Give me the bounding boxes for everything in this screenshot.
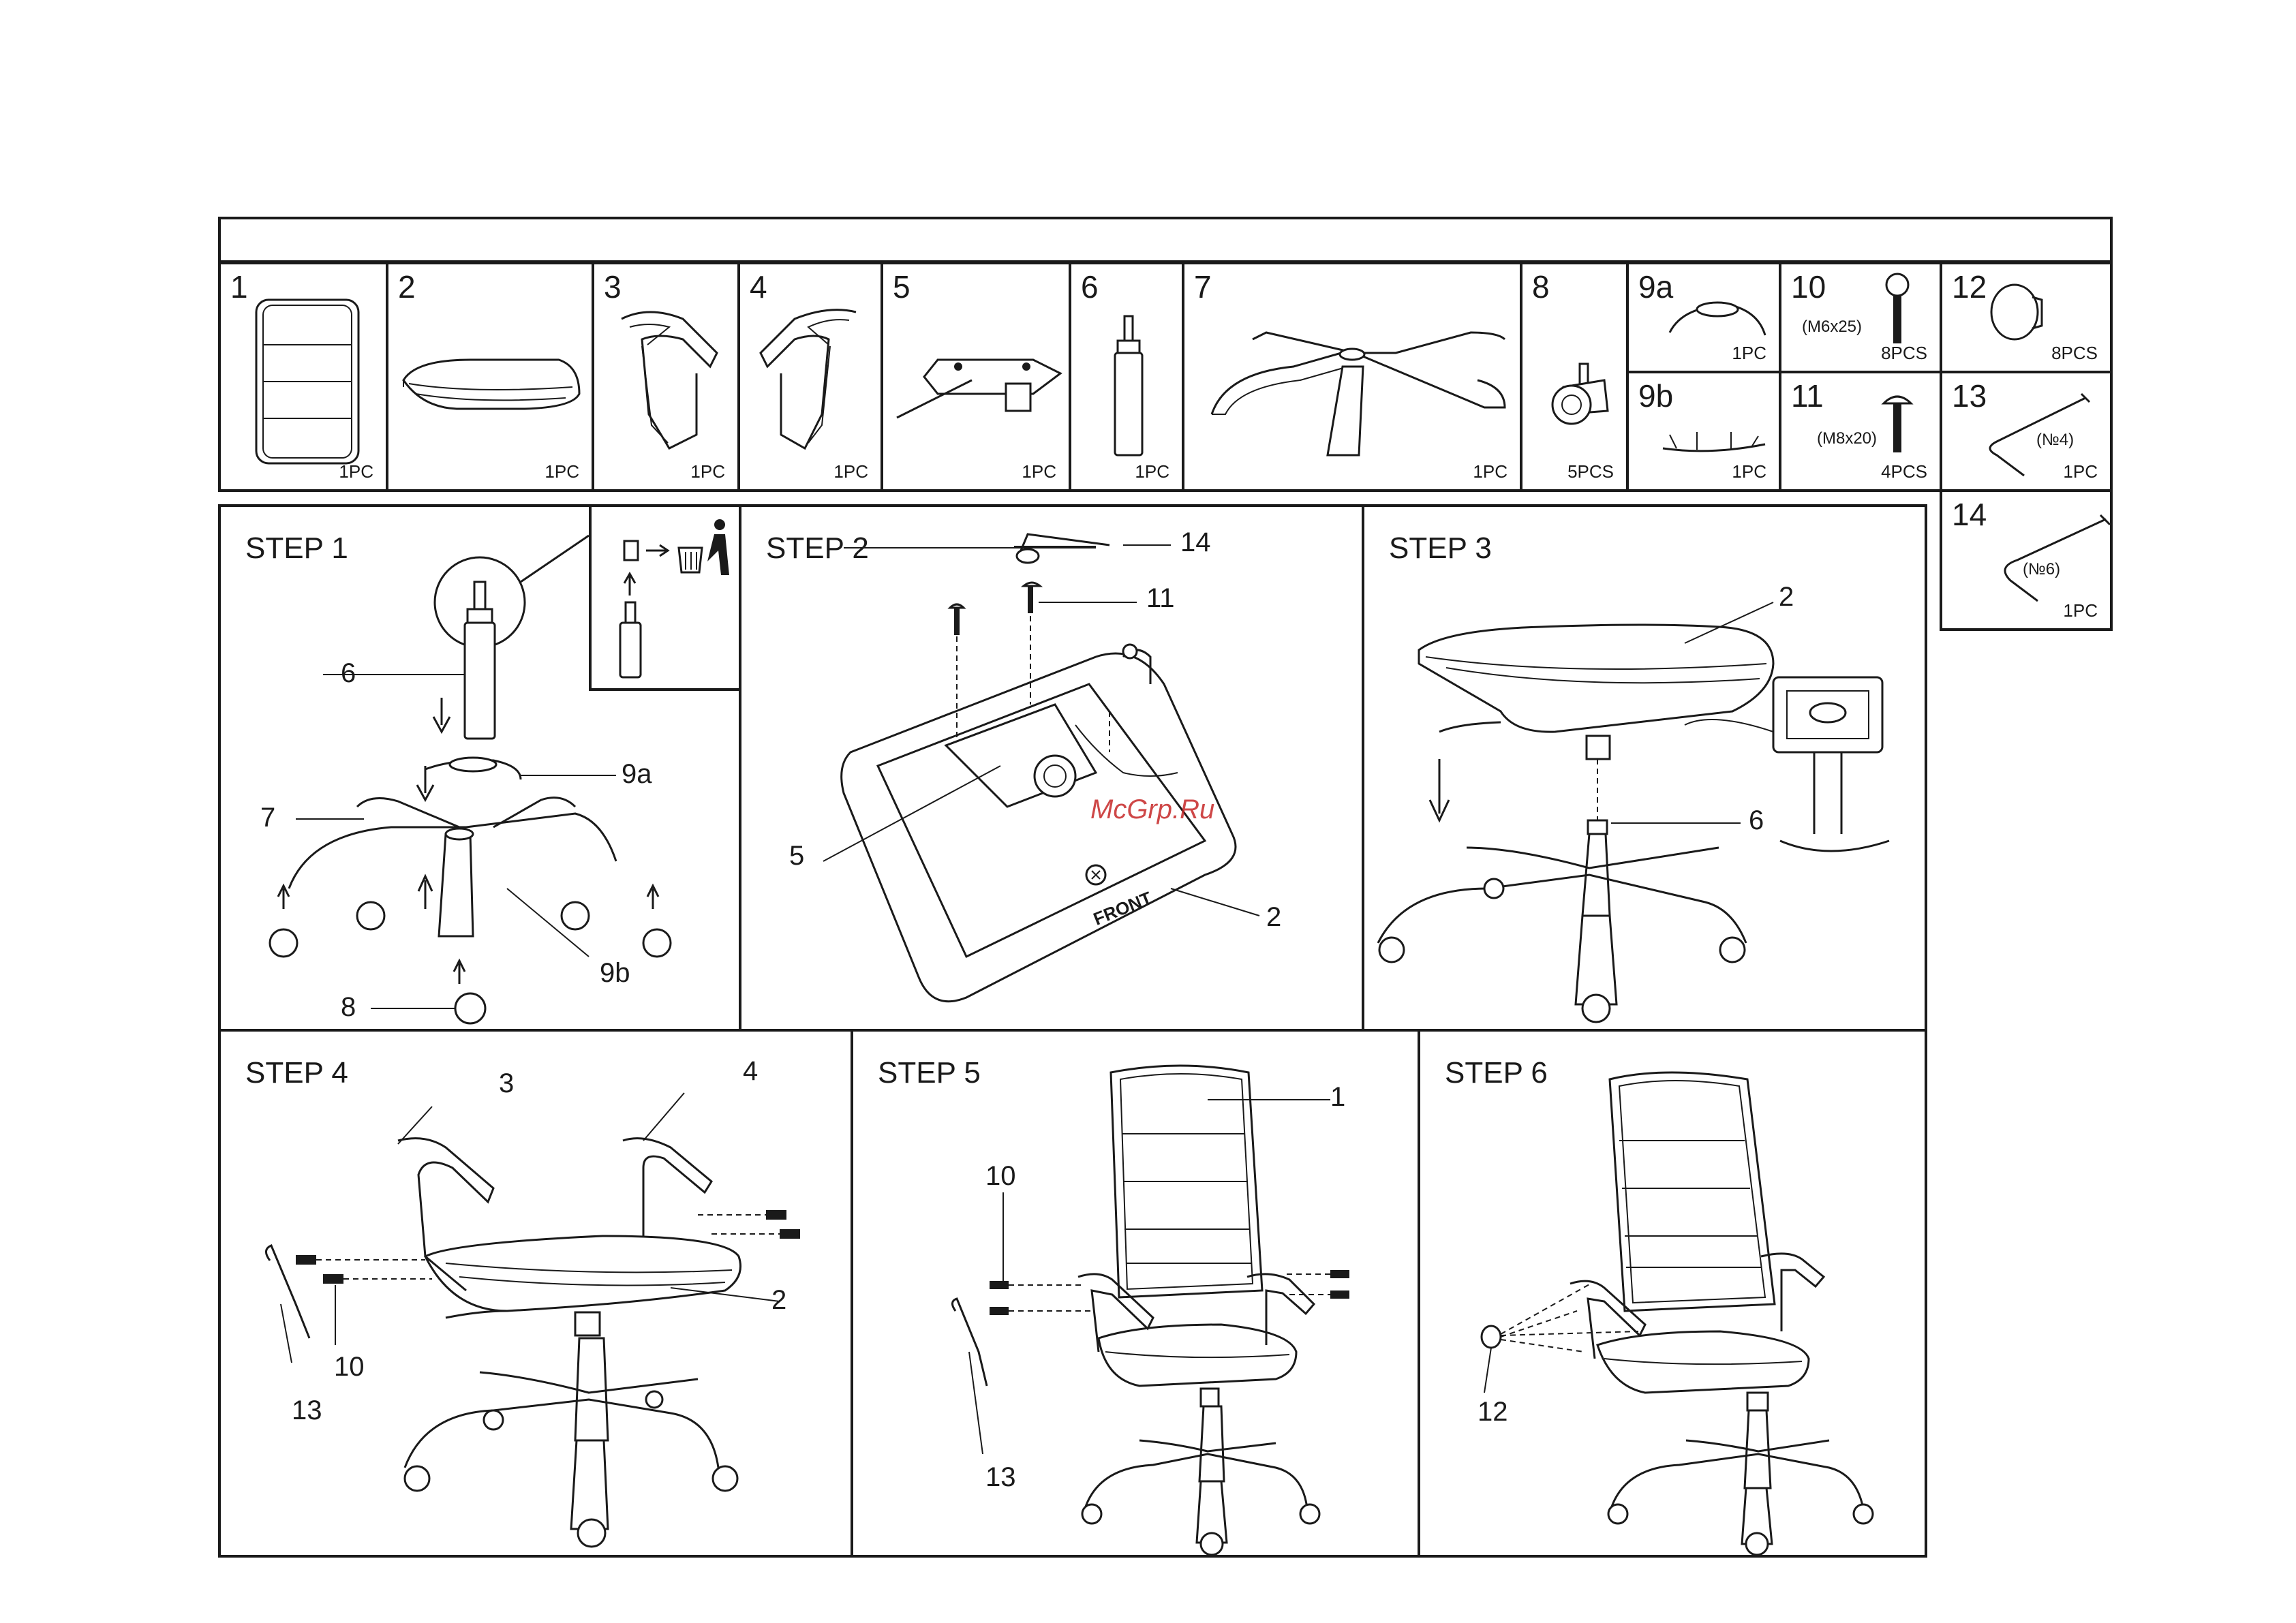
watermark: McGrp.Ru — [1090, 794, 1214, 825]
step-5-panel: STEP 5 — [851, 1029, 1420, 1558]
callout-13: 13 — [292, 1395, 322, 1426]
callout-5: 5 — [789, 841, 804, 871]
callout-13: 13 — [985, 1462, 1016, 1493]
step-4-panel: STEP 4 — [218, 1029, 853, 1558]
callout-6: 6 — [341, 658, 356, 689]
part-quantity: 1PC — [833, 461, 868, 482]
step-3-drawing — [1364, 507, 1930, 1034]
callout-2: 2 — [1779, 582, 1794, 613]
callout-2: 2 — [771, 1285, 786, 1316]
step-2-panel: STEP 2 14 — [739, 504, 1364, 1032]
base-drawing — [1184, 264, 1525, 495]
part-quantity: 1PC — [1473, 461, 1507, 482]
header-strip — [218, 217, 2113, 263]
part-quantity: 1PC — [2063, 600, 2098, 621]
part-quantity: 1PC — [1732, 461, 1766, 482]
part-7-cell: 7 1PC — [1182, 262, 1522, 492]
part-12-cell: 12 8PCS — [1940, 262, 2113, 373]
part-9b-cell: 9b 1PC — [1626, 371, 1781, 492]
part-quantity: 1PC — [339, 461, 373, 482]
discard-cap-drawing — [592, 507, 744, 694]
part-13-cell: 13 (№4) 1PC — [1940, 371, 2113, 492]
part-quantity: 5PCS — [1567, 461, 1614, 482]
part-2-cell: 2 1PC — [386, 262, 594, 492]
part-5-cell: 5 1PC — [881, 262, 1071, 492]
part-quantity: 1PC — [1135, 461, 1169, 482]
part-quantity: 1PC — [1732, 343, 1766, 364]
part-quantity: 1PC — [1022, 461, 1056, 482]
callout-3: 3 — [499, 1068, 514, 1099]
part-14-cell: 14 (№6) 1PC — [1940, 489, 2113, 631]
gas-lift-drawing — [1071, 264, 1187, 495]
callout-11: 11 — [1146, 583, 1175, 614]
callout-6: 6 — [1749, 805, 1764, 836]
callout-7: 7 — [260, 803, 275, 833]
part-spec: (M8x20) — [1817, 429, 1877, 448]
callout-12: 12 — [1478, 1397, 1508, 1427]
part-quantity: 4PCS — [1881, 461, 1927, 482]
part-quantity: 1PC — [690, 461, 725, 482]
callout-14: 14 — [1180, 527, 1211, 558]
callout-9a: 9a — [622, 759, 652, 790]
left-armrest-drawing — [594, 264, 743, 495]
part-8-cell: 8 5PCS — [1520, 262, 1629, 492]
part-10-cell: 10 (M6x25) 8PCS — [1779, 262, 1942, 373]
part-11-cell: 11 (M8x20) 4PCS — [1779, 371, 1942, 492]
mechanism-drawing — [883, 264, 1074, 495]
backrest-drawing — [221, 264, 391, 495]
part-quantity: 8PCS — [2051, 343, 2098, 364]
part-quantity: 8PCS — [1881, 343, 1927, 364]
step-2-drawing — [741, 507, 1367, 1034]
part-quantity: 1PC — [2063, 461, 2098, 482]
step-4-drawing — [221, 1032, 856, 1560]
step-6-panel: STEP 6 12 — [1418, 1029, 1927, 1558]
step-6-drawing — [1420, 1032, 1930, 1560]
part-6-cell: 6 1PC — [1069, 262, 1184, 492]
callout-1: 1 — [1330, 1082, 1345, 1113]
callout-9b: 9b — [600, 958, 630, 989]
step-3-panel: STEP 3 2 6 — [1362, 504, 1927, 1032]
callout-10: 10 — [334, 1352, 365, 1382]
part-9a-cell: 9a 1PC — [1626, 262, 1781, 373]
right-armrest-drawing — [740, 264, 886, 495]
part-3-cell: 3 1PC — [592, 262, 740, 492]
part-4-cell: 4 1PC — [737, 262, 883, 492]
seat-drawing — [388, 264, 597, 495]
caster-drawing — [1522, 264, 1632, 495]
callout-4: 4 — [743, 1056, 758, 1087]
discard-inset — [589, 504, 741, 691]
callout-10: 10 — [985, 1161, 1016, 1192]
callout-2: 2 — [1266, 902, 1281, 933]
callout-8: 8 — [341, 992, 356, 1023]
part-quantity: 1PC — [545, 461, 579, 482]
part-1-cell: 1 1PC — [218, 262, 388, 492]
